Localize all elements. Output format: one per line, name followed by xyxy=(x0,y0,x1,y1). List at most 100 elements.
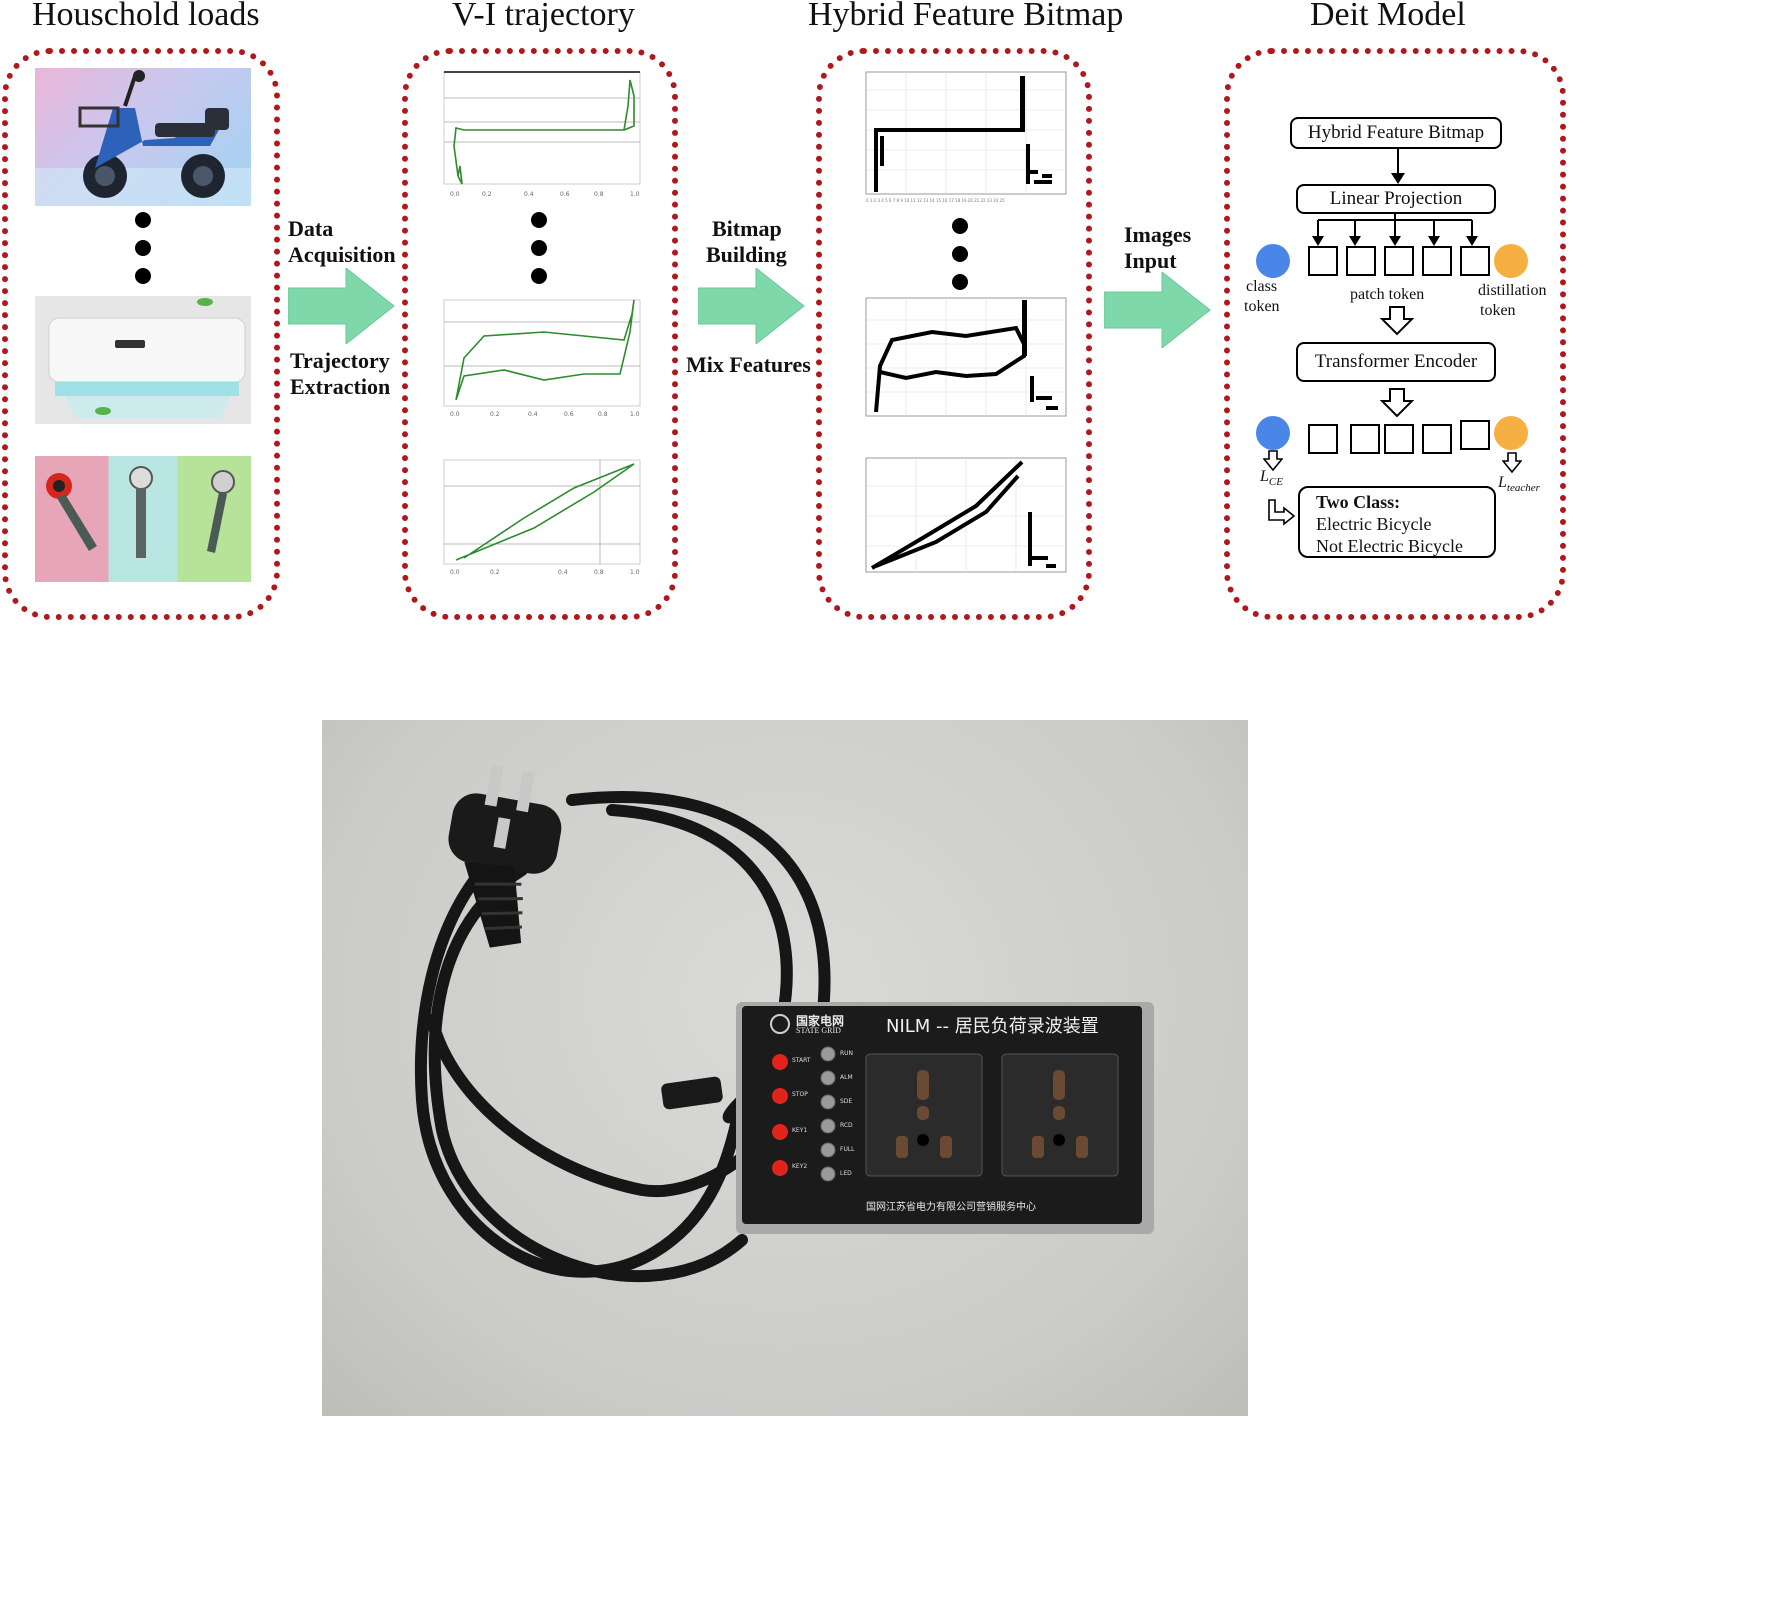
device-led-label-rcd: RCD xyxy=(840,1122,853,1129)
device-brand-cn: 国家电网 xyxy=(796,1014,845,1028)
vi-plot-dryer: 0.0 0.2 0.4 0.8 1.0 xyxy=(443,459,641,576)
ellipsis-dot xyxy=(135,268,151,284)
svg-text:0.2: 0.2 xyxy=(490,569,500,576)
panel-deit-model xyxy=(1224,48,1566,620)
svg-text:0.8: 0.8 xyxy=(594,191,604,198)
bitmap-ac xyxy=(865,297,1067,417)
deit-hollow-arrow-1 xyxy=(1380,306,1414,336)
distillation-token-label-line1: distillation xyxy=(1478,282,1547,299)
ellipsis-dot xyxy=(531,268,547,284)
arrow2-bottom-label: Mix Features xyxy=(686,352,811,377)
ellipsis-dot xyxy=(135,240,151,256)
distillation-token-output-circle xyxy=(1494,416,1528,450)
classification-box: Two Class: Electric Bicycle Not Electric… xyxy=(1298,486,1496,558)
photo-air-conditioner xyxy=(35,296,251,424)
svg-text:0.2: 0.2 xyxy=(490,411,500,418)
arrow1-top-label-line2: Acquisition xyxy=(288,242,396,267)
class-token-output-circle xyxy=(1256,416,1290,450)
title-household-loads: Houschold loads xyxy=(32,0,260,33)
loss-ce-label: LCE xyxy=(1260,468,1283,488)
device-button-label-key1: KEY1 xyxy=(792,1127,808,1134)
device-led-label-full: FULL xyxy=(840,1146,855,1153)
device-led-label-alm: ALM xyxy=(840,1074,853,1081)
classification-option-2: Not Electric Bicycle xyxy=(1316,536,1463,556)
svg-text:0.0: 0.0 xyxy=(450,411,460,418)
output-token-box xyxy=(1308,424,1338,454)
flow-arrow-1 xyxy=(288,268,395,344)
svg-text:0.6: 0.6 xyxy=(560,191,570,198)
ellipsis-dot xyxy=(952,246,968,262)
patch-token-box xyxy=(1308,246,1338,276)
svg-text:0.8: 0.8 xyxy=(598,411,608,418)
class-token-label-line1: class xyxy=(1246,278,1278,295)
device-footer: 国网江苏省电力有限公司营销服务中心 xyxy=(866,1202,1036,1213)
device-button-label-stop: STOP xyxy=(792,1091,808,1098)
deit-input-box: Hybrid Feature Bitmap xyxy=(1290,117,1502,149)
patch-token-box xyxy=(1460,246,1490,276)
loss-ce-symbol: L xyxy=(1260,468,1269,485)
title-vi-trajectory: V-I trajectory xyxy=(452,0,635,33)
deit-down-arrow-1 xyxy=(1391,149,1405,184)
loss-ce-subscript: CE xyxy=(1268,476,1283,489)
ellipsis-dot xyxy=(952,274,968,290)
class-token-circle xyxy=(1256,244,1290,278)
loss-teacher-arrow xyxy=(1502,452,1522,474)
svg-text:1.0: 1.0 xyxy=(630,191,640,198)
photo-hair-dryers xyxy=(35,456,251,582)
title-deit-model: Deit Model xyxy=(1310,0,1466,33)
title-hybrid-feature-bitmap: Hybrid Feature Bitmap xyxy=(808,0,1124,33)
loss-teacher-subscript: teacher xyxy=(1506,482,1540,495)
output-token-box xyxy=(1422,424,1452,454)
ellipsis-dot xyxy=(952,218,968,234)
loss-teacher-label: Lteacher xyxy=(1498,474,1540,494)
arrow3-top-label-line1: Images xyxy=(1124,222,1192,247)
ellipsis-dot xyxy=(531,212,547,228)
device-title: NILM -- 居民负荷录波装置 xyxy=(886,1016,1099,1037)
output-token-box xyxy=(1460,420,1490,450)
panel-vi-trajectory xyxy=(402,48,678,620)
panel-hybrid-feature-bitmap xyxy=(816,48,1092,620)
svg-text:0.4: 0.4 xyxy=(558,569,568,576)
deit-fanout-arrows xyxy=(1312,214,1478,246)
arrow3-top-label-line2: Input xyxy=(1124,248,1177,273)
loss-ce-arrow xyxy=(1263,450,1283,472)
arrow1-top-label-line1: Data xyxy=(288,216,334,241)
patch-token-box xyxy=(1422,246,1452,276)
output-token-box xyxy=(1384,424,1414,454)
patch-token-box xyxy=(1346,246,1376,276)
distillation-token-label-line2: token xyxy=(1480,302,1516,319)
classification-option-1: Electric Bicycle xyxy=(1316,514,1432,534)
deit-transformer-encoder-box: Transformer Encoder xyxy=(1296,342,1496,382)
ellipsis-dot xyxy=(531,240,547,256)
loss-teacher-symbol: L xyxy=(1498,474,1507,491)
output-token-box xyxy=(1350,424,1380,454)
device-led-label-led: LED xyxy=(840,1170,852,1177)
svg-text:0.4: 0.4 xyxy=(528,411,538,418)
svg-text:0 1 2 3 4 5 6 7 8 9 10 11 12 1: 0 1 2 3 4 5 6 7 8 9 10 11 12 13 14 15 16… xyxy=(866,198,1005,203)
svg-text:0.8: 0.8 xyxy=(594,569,604,576)
bitmap-dryer xyxy=(865,457,1067,573)
svg-text:0.2: 0.2 xyxy=(482,191,492,198)
device-led-label-run: RUN xyxy=(840,1050,854,1057)
flow-arrow-2 xyxy=(698,268,805,344)
device-button-label-key2: KEY2 xyxy=(792,1163,808,1170)
device-brand-en: STATE GRID xyxy=(796,1026,841,1035)
svg-text:1.0: 1.0 xyxy=(630,569,640,576)
device-button-label-start: START xyxy=(792,1057,811,1064)
panel-household-loads xyxy=(2,48,280,620)
classification-title: Two Class: xyxy=(1316,492,1401,512)
photo-electric-bicycle xyxy=(35,68,251,206)
deit-hollow-arrow-2 xyxy=(1380,388,1414,418)
svg-text:0.0: 0.0 xyxy=(450,569,460,576)
class-token-label-line2: token xyxy=(1244,298,1280,315)
flow-arrow-3 xyxy=(1104,272,1211,348)
patch-token-label: patch token xyxy=(1350,286,1425,303)
arrow1-bottom-label-line1: Trajectory xyxy=(290,348,390,373)
patch-token-box xyxy=(1384,246,1414,276)
arrow2-top-label-line1: Bitmap xyxy=(712,216,782,241)
svg-text:1.0: 1.0 xyxy=(630,411,640,418)
distillation-token-circle xyxy=(1494,244,1528,278)
bitmap-ebike: 0 1 2 3 4 5 6 7 8 9 10 11 12 13 14 15 16… xyxy=(865,71,1067,203)
